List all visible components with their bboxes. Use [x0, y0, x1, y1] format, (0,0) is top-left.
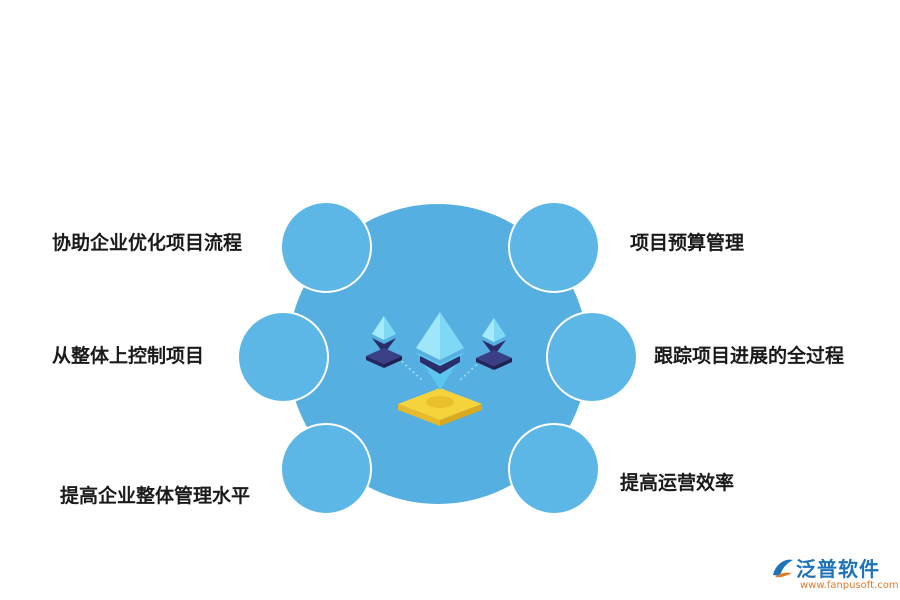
node-circle-middle-left: [237, 311, 329, 403]
ethereum-diamond-icon: [366, 312, 512, 426]
logo-name: 泛普软件: [796, 557, 880, 581]
node-circle-bottom-right: [508, 423, 600, 515]
node-circle-middle-right: [546, 311, 638, 403]
label-optimize-process: 协助企业优化项目流程: [52, 232, 243, 254]
label-progress-tracking: 跟踪项目进展的全过程: [654, 345, 845, 367]
label-overall-control: 从整体上控制项目: [52, 345, 205, 367]
fanpu-logo: 泛普软件 www.fanpusoft.com: [770, 553, 899, 597]
fanpu-logo-icon: [773, 559, 793, 578]
label-operational-efficiency: 提高运营效率: [620, 472, 735, 494]
node-circle-bottom-left: [280, 423, 372, 515]
label-management-level: 提高企业整体管理水平: [60, 485, 251, 507]
label-budget-management: 项目预算管理: [630, 232, 745, 254]
logo-url: www.fanpusoft.com: [800, 580, 899, 591]
node-circle-top-left: [280, 201, 372, 293]
node-circle-top-right: [508, 201, 600, 293]
